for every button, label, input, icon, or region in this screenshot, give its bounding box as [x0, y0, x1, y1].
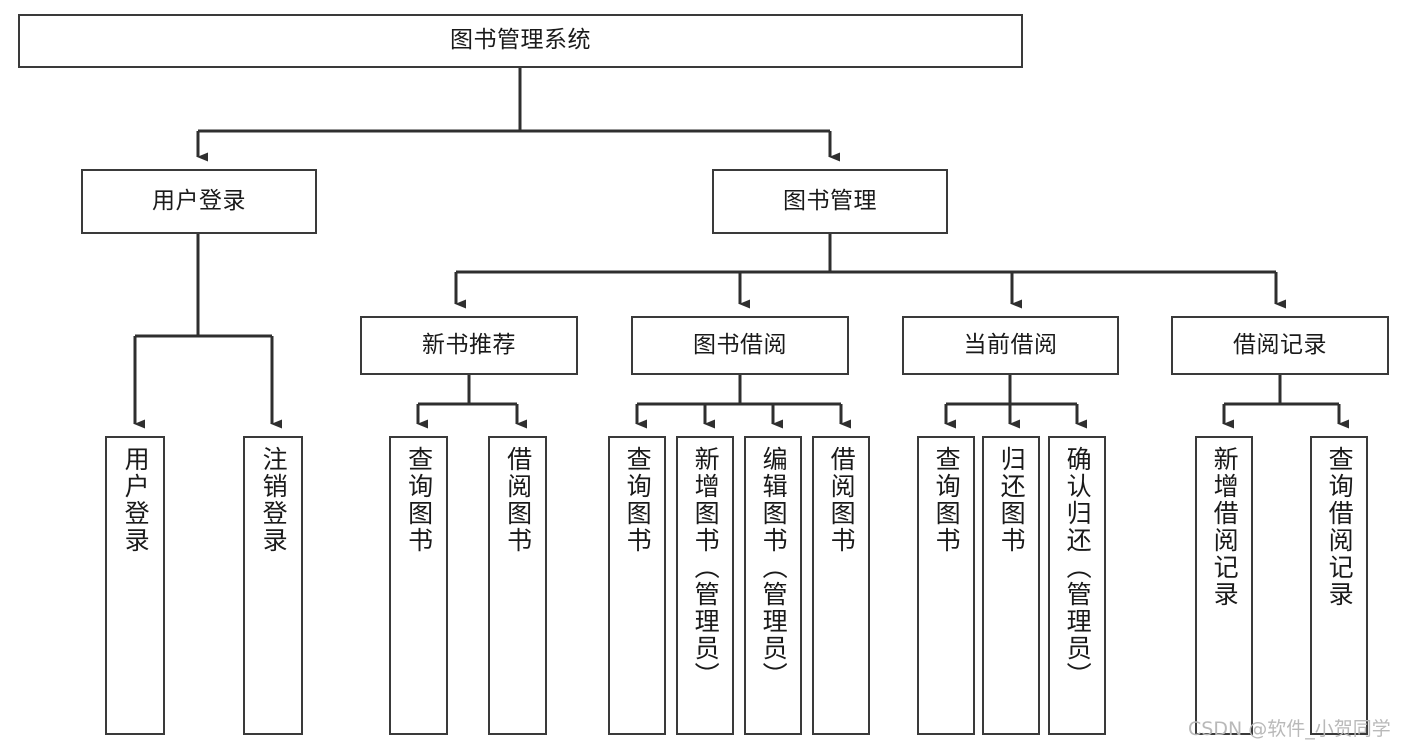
node-leaf-edit-book-admin[interactable]: 编辑图书（管理员）	[744, 436, 802, 735]
node-label: 新书推荐	[422, 331, 516, 358]
node-leaf-add-borrow-record[interactable]: 新增借阅记录	[1195, 436, 1253, 735]
node-label: 编辑图书（管理员）	[759, 446, 789, 689]
node-leaf-borrow-book-borrow[interactable]: 借阅图书	[812, 436, 870, 735]
node-leaf-borrow-book-recommend[interactable]: 借阅图书	[488, 436, 547, 735]
node-label: 查询借阅记录	[1325, 446, 1355, 608]
node-user-login[interactable]: 用户登录	[81, 169, 317, 234]
node-label: 借阅图书	[503, 446, 533, 554]
node-book-borrow[interactable]: 图书借阅	[631, 316, 849, 375]
node-leaf-return-book[interactable]: 归还图书	[982, 436, 1040, 735]
node-label: 当前借阅	[963, 331, 1058, 358]
node-label: 借阅记录	[1233, 331, 1327, 358]
watermark-text: CSDN @软件_小贺同学	[1188, 718, 1391, 740]
node-label: 借阅图书	[827, 446, 857, 554]
node-label: 查询图书	[404, 446, 434, 554]
node-leaf-confirm-return-admin[interactable]: 确认归还（管理员）	[1048, 436, 1106, 735]
node-label: 图书借阅	[693, 331, 787, 358]
node-label: 注销登录	[259, 446, 289, 554]
node-current-borrow[interactable]: 当前借阅	[902, 316, 1119, 375]
node-leaf-user-login[interactable]: 用户登录	[105, 436, 165, 735]
node-leaf-query-book-recommend[interactable]: 查询图书	[389, 436, 448, 735]
node-label: 新增图书（管理员）	[691, 446, 721, 689]
node-new-book-recommend[interactable]: 新书推荐	[360, 316, 578, 375]
node-label: 用户登录	[152, 187, 246, 214]
node-leaf-query-book-current[interactable]: 查询图书	[917, 436, 975, 735]
node-book-management[interactable]: 图书管理	[712, 169, 948, 234]
node-leaf-logout-login[interactable]: 注销登录	[243, 436, 303, 735]
node-borrow-record[interactable]: 借阅记录	[1171, 316, 1389, 375]
node-leaf-query-borrow-record[interactable]: 查询借阅记录	[1310, 436, 1368, 735]
node-label: 查询图书	[623, 446, 653, 554]
node-leaf-add-book-admin[interactable]: 新增图书（管理员）	[676, 436, 734, 735]
node-label: 确认归还（管理员）	[1063, 446, 1093, 689]
node-leaf-query-book-borrow[interactable]: 查询图书	[608, 436, 666, 735]
node-label: 归还图书	[997, 446, 1027, 554]
node-label: 新增借阅记录	[1210, 446, 1240, 608]
node-label: 查询图书	[932, 446, 962, 554]
node-label: 图书管理系统	[450, 27, 591, 54]
node-label: 图书管理	[783, 187, 877, 214]
node-root-book-management-system[interactable]: 图书管理系统	[18, 14, 1023, 68]
node-label: 用户登录	[121, 446, 151, 554]
